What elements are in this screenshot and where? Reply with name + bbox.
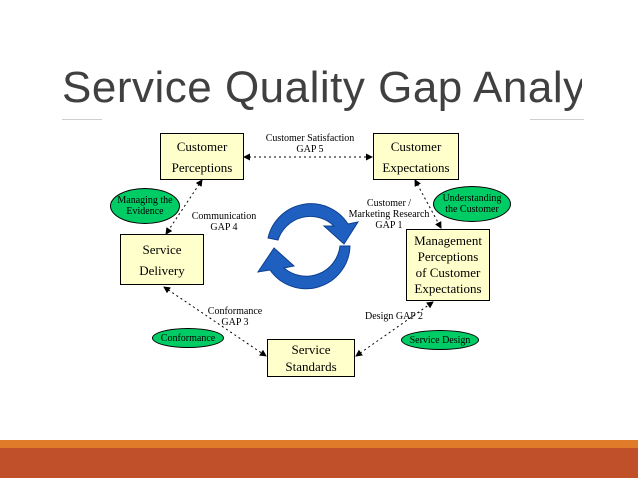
gap5-label: Customer Satisfaction GAP 5 <box>254 133 366 155</box>
oval-line: Service Design <box>409 334 471 346</box>
gap-label-line: Conformance <box>207 306 263 317</box>
gap2-label: Design GAP 2 <box>352 311 436 322</box>
gap2-connector <box>355 301 434 357</box>
box-line: Customer <box>176 138 228 154</box>
gap1-label: Customer / Marketing Research GAP 1 <box>346 198 432 231</box>
oval-line: the Customer <box>445 204 499 215</box>
service-delivery-box: Service Delivery <box>120 234 204 285</box>
gap4-label: Communication GAP 4 <box>186 211 262 233</box>
service-design-oval: Service Design <box>401 330 479 350</box>
gap1-connector <box>414 179 442 229</box>
slide-title: Service Quality Gap Analysis <box>62 63 582 112</box>
box-line: Standards <box>285 359 337 374</box>
box-line: Delivery <box>139 262 185 278</box>
gap-label-line: GAP 4 <box>210 222 238 233</box>
title-rule-left <box>62 119 102 120</box>
box-line: Expectations <box>414 281 482 296</box>
gap-label-line: Customer / <box>366 198 412 209</box>
managing-evidence-oval: Managing the Evidence <box>110 188 180 224</box>
gap-label-line: Customer Satisfaction <box>265 133 355 144</box>
gap-label-line: Marketing Research <box>348 209 430 220</box>
footer-band-red <box>0 448 638 478</box>
gap4-connector <box>165 179 203 235</box>
box-line: Management <box>414 233 482 248</box>
title-rule-right <box>530 119 584 120</box>
box-line: of Customer <box>415 265 481 280</box>
box-line: Perceptions <box>171 159 233 175</box>
gap-label-line: GAP 5 <box>296 144 324 155</box>
service-standards-box: Service Standards <box>267 339 355 377</box>
management-perceptions-box: Management Perceptions of Customer Expec… <box>406 229 490 301</box>
cycle-arrows-icon <box>256 203 360 290</box>
customer-perceptions-box: Customer Perceptions <box>160 133 244 180</box>
oval-line: Understanding <box>442 193 502 204</box>
oval-line: Evidence <box>126 206 164 217</box>
box-line: Perceptions <box>417 249 479 264</box>
box-line: Expectations <box>382 159 450 175</box>
conformance-oval: Conformance <box>152 328 224 348</box>
box-line: Service <box>142 241 182 257</box>
box-line: Service <box>291 342 331 357</box>
understanding-customer-oval: Understanding the Customer <box>433 186 511 222</box>
gap3-label: Conformance GAP 3 <box>200 306 270 328</box>
oval-line: Conformance <box>160 332 216 344</box>
oval-line: Managing the <box>117 195 173 206</box>
footer-band-orange <box>0 440 638 448</box>
gap-label-line: GAP 3 <box>221 317 249 328</box>
customer-expectations-box: Customer Expectations <box>373 133 459 180</box>
gap3-connector <box>163 286 267 357</box>
gap-label-line: Design GAP 2 <box>365 311 423 322</box>
gap-label-line: Communication <box>191 211 257 222</box>
box-line: Customer <box>390 138 442 154</box>
gap-label-line: GAP 1 <box>375 220 403 231</box>
